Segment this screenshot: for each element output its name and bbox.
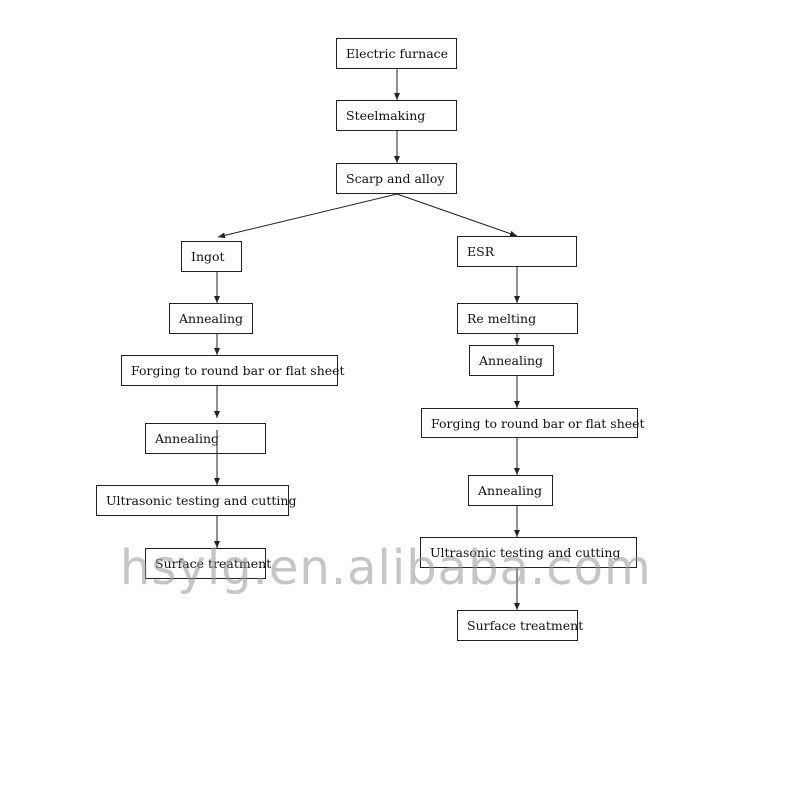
node-remelting: Re melting (457, 303, 578, 334)
node-electric-furnace: Electric furnace (336, 38, 457, 69)
node-ultrasonic-left: Ultrasonic testing and cutting (96, 485, 296, 516)
node-surface-right: Surface treatment (457, 610, 583, 641)
node-forging-left: Forging to round bar or flat sheet (121, 355, 345, 386)
node-annealing-left-1: Annealing (169, 303, 253, 334)
node-scrap-and-alloy: Scarp and alloy (336, 163, 457, 194)
node-annealing-right-1: Annealing (469, 345, 554, 376)
node-annealing-left-2: Annealing (145, 423, 266, 454)
node-annealing-right-2: Annealing (468, 475, 553, 506)
node-surface-left: Surface treatment (145, 548, 271, 579)
node-steelmaking: Steelmaking (336, 100, 457, 131)
node-ingot: Ingot (181, 241, 242, 272)
node-forging-right: Forging to round bar or flat sheet (421, 408, 645, 438)
arrow-scrap-to-esr (396, 193, 518, 237)
node-ultrasonic-right: Ultrasonic testing and cutting (420, 537, 637, 568)
watermark-text: hsylg.en.alibaba.com (120, 540, 652, 596)
arrow-scrap-to-ingot (217, 193, 398, 239)
node-esr: ESR (457, 236, 577, 267)
